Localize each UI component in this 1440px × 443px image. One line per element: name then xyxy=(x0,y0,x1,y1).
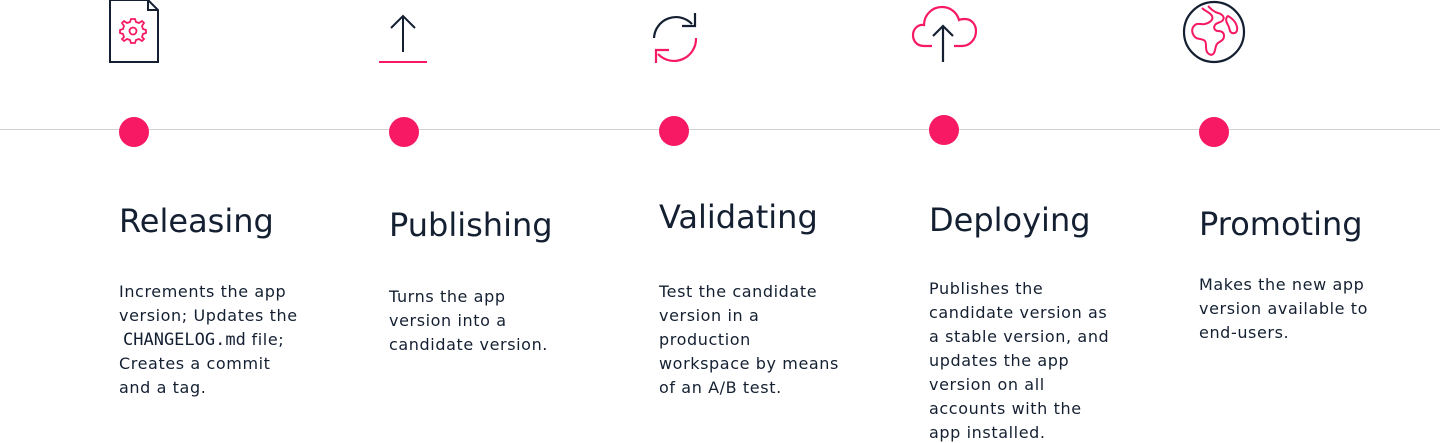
step-title: Publishing xyxy=(389,206,553,244)
step-description: Turns the app version into a candidate v… xyxy=(389,287,548,354)
description-text: file; Creates a commit and a tag. xyxy=(119,330,285,397)
step-releasing: Releasing Increments the app version; Up… xyxy=(0,0,297,443)
refresh-cycle-icon xyxy=(640,0,720,72)
step-description: Increments the app version; Updates the … xyxy=(119,280,304,400)
step-description: Test the candidate version in a producti… xyxy=(659,282,839,397)
step-description: Makes the new app version available to e… xyxy=(1199,275,1369,342)
step-promoting: Promoting Makes the new app version avai… xyxy=(1080,0,1367,443)
timeline-line xyxy=(0,129,1440,130)
step-title: Deploying xyxy=(929,201,1091,239)
step-dot xyxy=(1199,117,1229,147)
step-description: Publishes the candidate version as a sta… xyxy=(929,279,1110,442)
step-publishing: Publishing Turns the app version into a … xyxy=(270,0,553,443)
changelog-filename: CHANGELOG.md xyxy=(123,330,246,350)
description-text: Increments the app version; Updates the xyxy=(119,282,298,325)
file-gear-icon xyxy=(100,0,180,72)
step-dot xyxy=(119,117,149,147)
globe-icon xyxy=(1180,0,1260,72)
step-dot xyxy=(389,117,419,147)
step-dot xyxy=(929,115,959,145)
step-deploying: Deploying Publishes the candidate versio… xyxy=(810,0,1109,443)
step-title: Releasing xyxy=(119,202,274,240)
upload-arrow-icon xyxy=(370,0,450,72)
cloud-upload-icon xyxy=(910,0,990,72)
step-title: Validating xyxy=(659,198,818,236)
step-dot xyxy=(659,116,689,146)
step-validating: Validating Test the candidate version in… xyxy=(540,0,838,443)
step-title: Promoting xyxy=(1199,205,1363,243)
